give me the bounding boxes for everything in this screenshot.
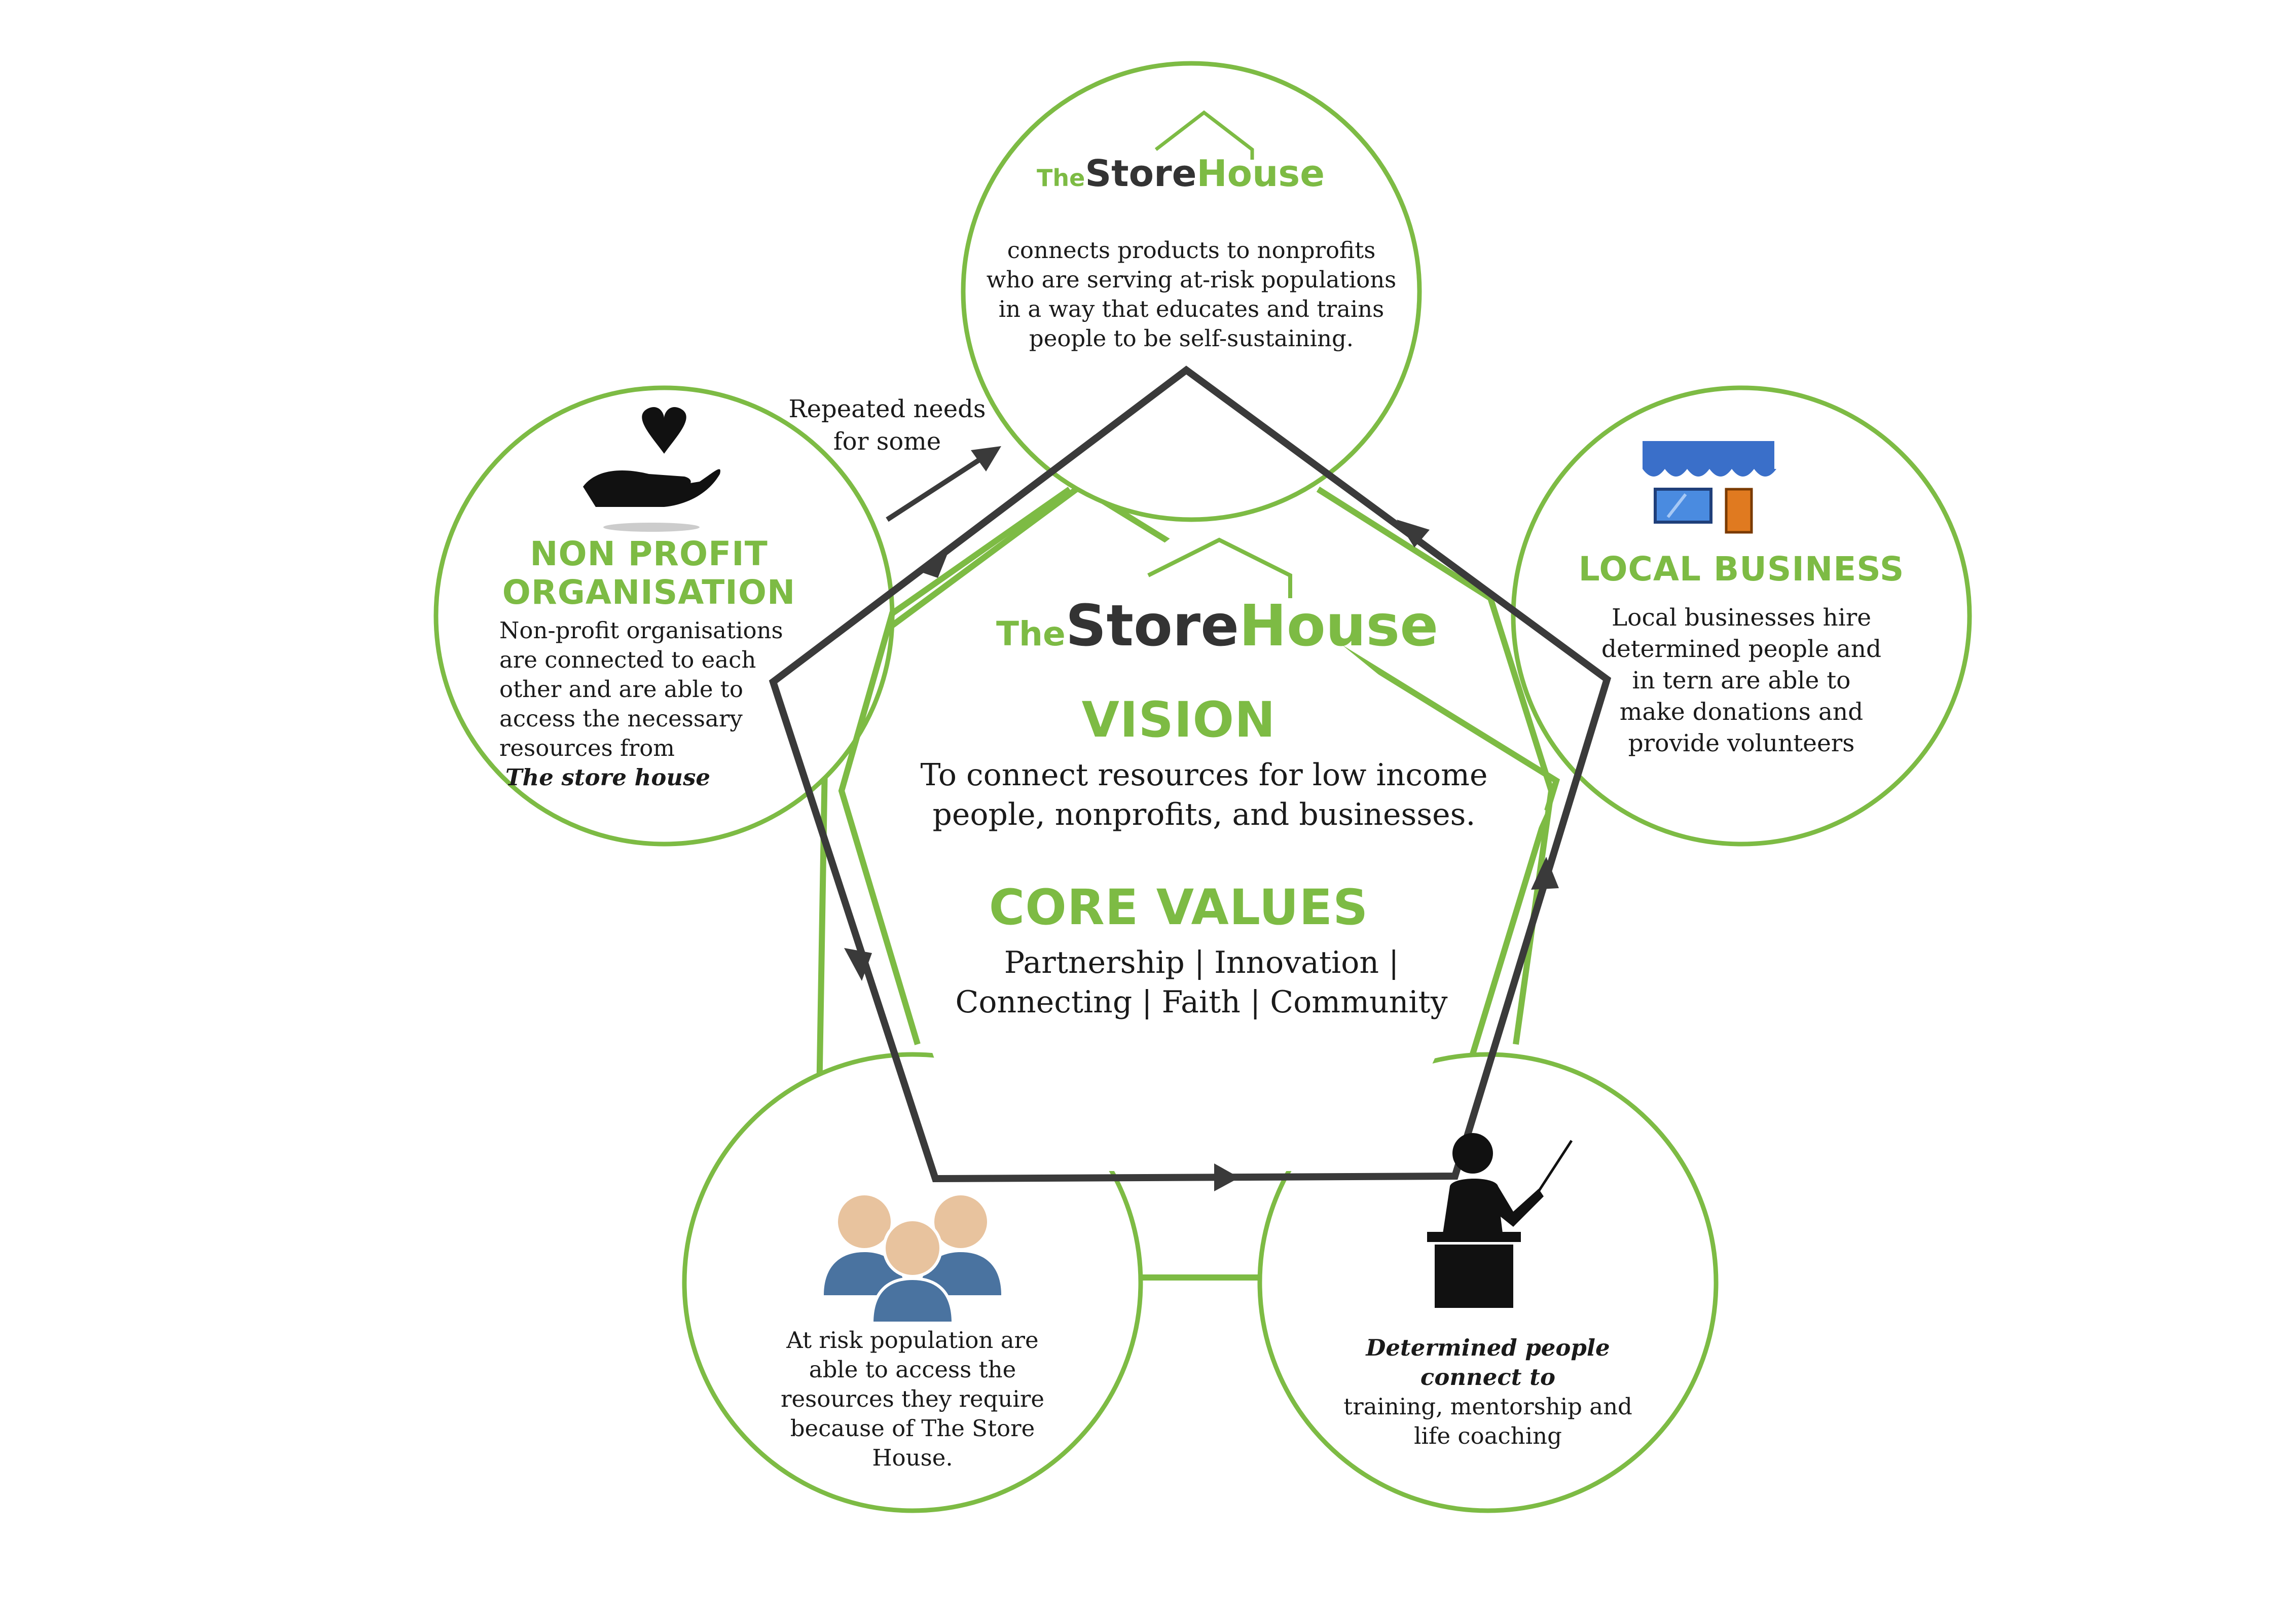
flow-arrow-right-up bbox=[1531, 857, 1559, 890]
flow-arrow-left-down bbox=[844, 948, 872, 981]
center-logo-the: The bbox=[996, 614, 1066, 653]
nonprofit-title-line1: NON PROFIT bbox=[530, 534, 768, 573]
center-pentagon bbox=[842, 522, 1546, 1171]
right-circle bbox=[1511, 385, 1972, 847]
nonprofit-title-line2: ORGANISATION bbox=[502, 573, 796, 612]
flow-arrow-top-right bbox=[1397, 520, 1430, 547]
core-values-title: CORE VALUES bbox=[989, 879, 1369, 936]
repeated-needs-line2: for some bbox=[833, 427, 941, 456]
vision-text: To connect resources for low income peop… bbox=[907, 755, 1501, 834]
logo-house: House bbox=[1196, 152, 1325, 195]
repeated-needs-label: Repeated needs for some bbox=[786, 393, 989, 458]
core-values-line2: Connecting | Faith | Community bbox=[955, 984, 1448, 1020]
nonprofit-text-emphasis: The store house bbox=[505, 764, 711, 791]
repeated-needs-line1: Repeated needs bbox=[788, 395, 986, 423]
nonprofit-title: NON PROFIT ORGANISATION bbox=[487, 535, 811, 612]
center-logo-roof bbox=[1147, 537, 1292, 598]
determined-text-emphasis: Determined people connect to bbox=[1366, 1334, 1610, 1391]
determined-text-block: Determined people connect to training, m… bbox=[1316, 1333, 1660, 1451]
vision-line1: To connect resources for low income bbox=[920, 757, 1488, 793]
top-logo: TheStoreHouse bbox=[1037, 152, 1325, 195]
flow-pentagon bbox=[769, 366, 1612, 1183]
flow-arrow-bottom-right bbox=[1214, 1163, 1240, 1191]
storefront-icon bbox=[1643, 441, 1776, 534]
vision-line2: people, nonprofits, and businesses. bbox=[932, 797, 1476, 832]
logo-store: Store bbox=[1085, 152, 1197, 195]
top-circle-text: connects products to nonprofits who are … bbox=[986, 237, 1397, 352]
logo-the: The bbox=[1037, 164, 1085, 192]
center-logo: TheStoreHouse bbox=[996, 593, 1438, 659]
top-logo-roof bbox=[1154, 110, 1254, 160]
vision-title: VISION bbox=[1081, 691, 1276, 748]
flow-arrow-top-left bbox=[920, 553, 948, 578]
core-values-line1: Partnership | Innovation | bbox=[1004, 945, 1399, 980]
top-circle bbox=[961, 61, 1422, 522]
people-group-icon bbox=[824, 1195, 1001, 1325]
nonprofit-text: Non-profit organisations are connected t… bbox=[499, 617, 783, 761]
nonprofit-text-block: Non-profit organisations are connected t… bbox=[499, 616, 791, 792]
center-logo-store: Store bbox=[1065, 593, 1240, 659]
teacher-podium-icon bbox=[1427, 1133, 1573, 1308]
repeated-needs-arrow-line bbox=[886, 456, 982, 522]
core-values-text: Partnership | Innovation | Connecting | … bbox=[933, 943, 1470, 1022]
determined-text: training, mentorship and life coaching bbox=[1343, 1393, 1632, 1449]
center-logo-house: House bbox=[1239, 593, 1439, 659]
repeated-needs-arrowhead bbox=[971, 446, 1001, 471]
center-pentagon-edge-left bbox=[838, 487, 1072, 1045]
local-business-title: LOCAL BUSINESS bbox=[1578, 550, 1905, 589]
at-risk-text: At risk population are able to access th… bbox=[781, 1327, 1044, 1471]
hand-heart-icon bbox=[583, 407, 720, 532]
local-business-text: Local businesses hire determined people … bbox=[1601, 604, 1882, 757]
